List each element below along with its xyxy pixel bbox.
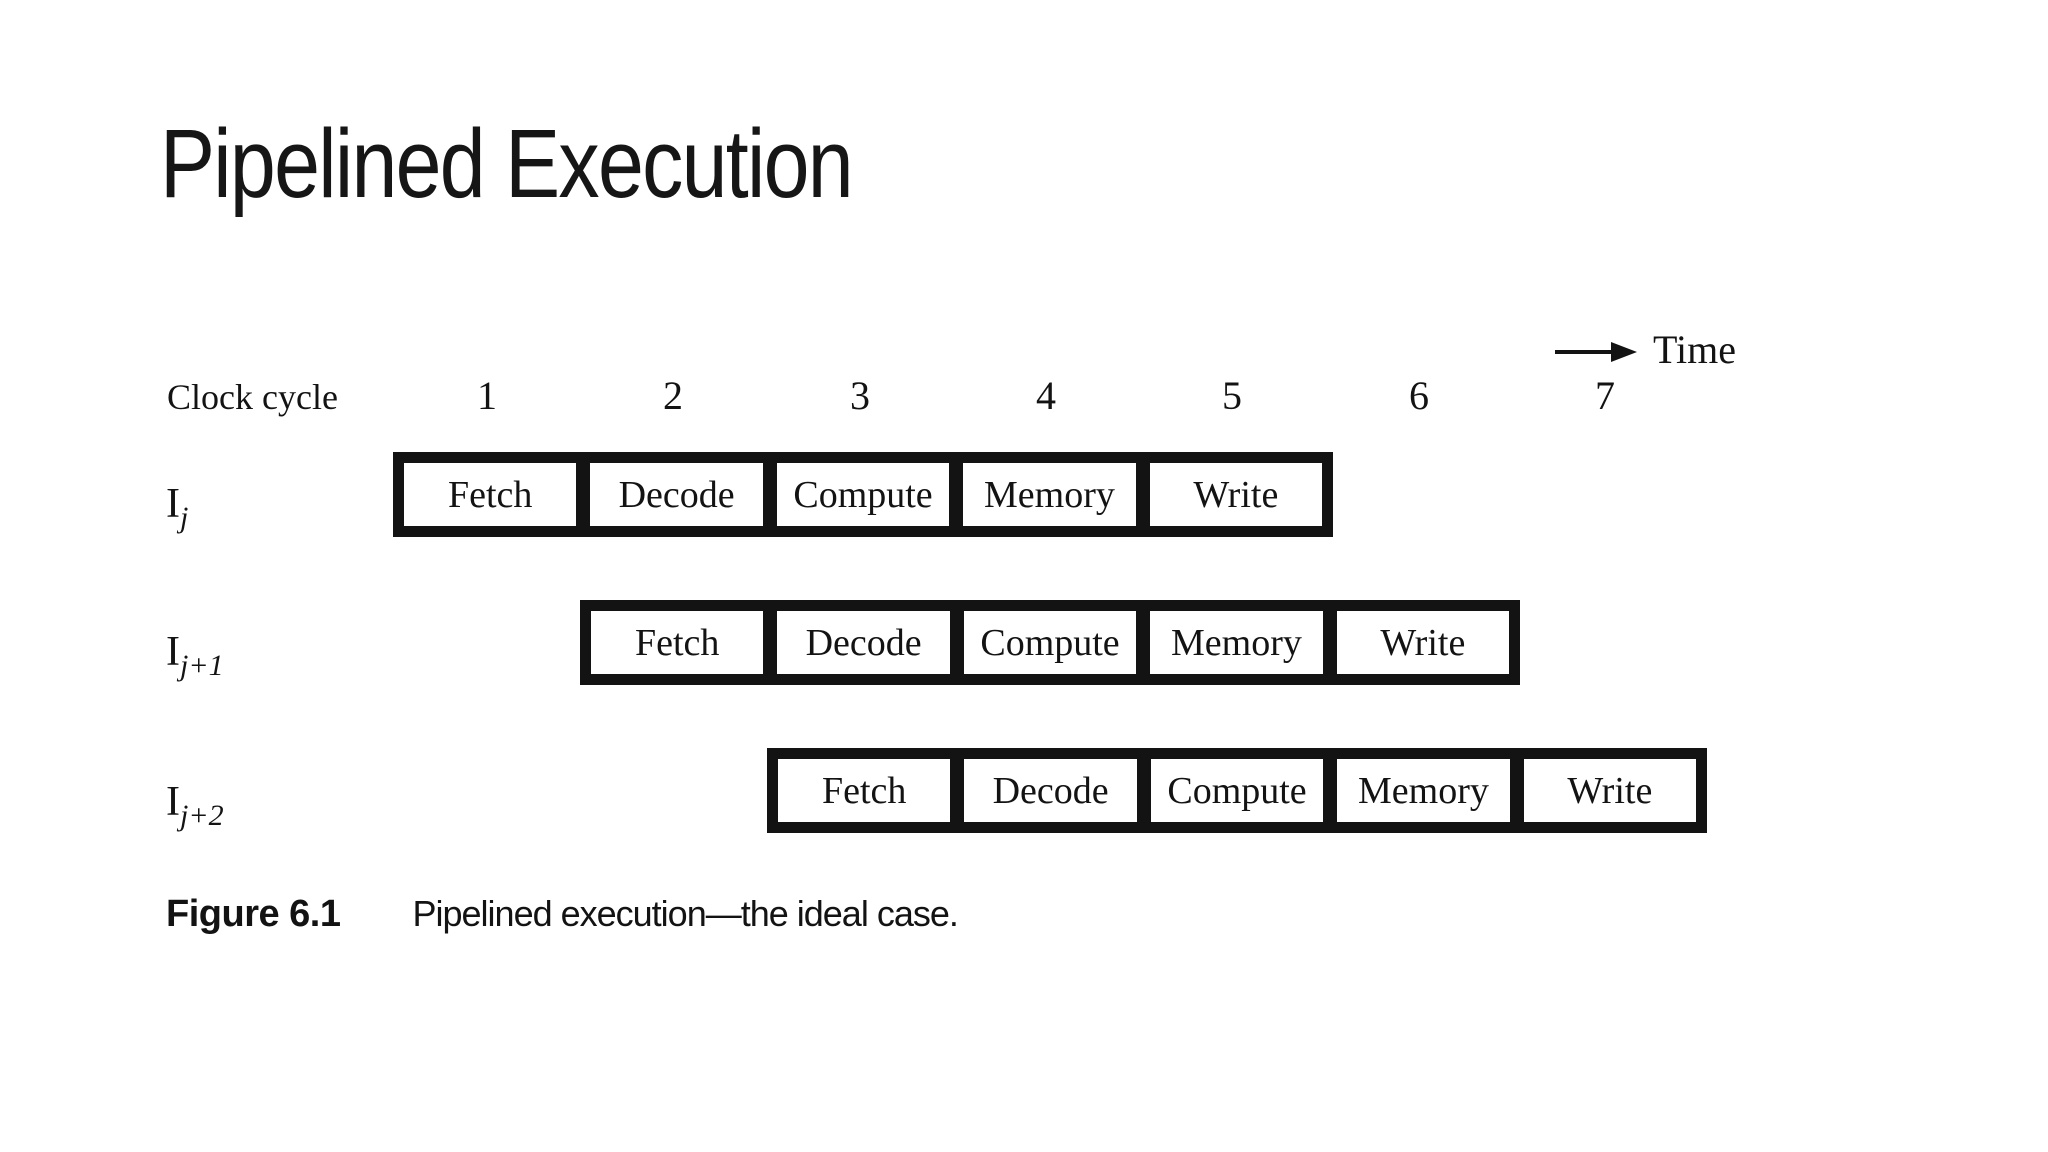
clock-cycle-number-2: 2 [663, 373, 683, 418]
time-arrow-head [1611, 342, 1637, 362]
clock-cycle-label: Clock cycle [167, 377, 338, 417]
instruction-label-ij2: Ij+2 [166, 779, 224, 832]
clock-cycle-number-4: 4 [1036, 373, 1056, 418]
clock-cycle-number-3: 3 [850, 373, 870, 418]
pipeline-stage-cell: Memory [1334, 756, 1513, 825]
clock-cycle-number-5: 5 [1222, 373, 1242, 418]
clock-cycle-number-6: 6 [1409, 373, 1429, 418]
slide-title: Pipelined Execution [160, 109, 854, 218]
instruction-label-ij1: Ij+1 [166, 629, 224, 682]
clock-cycle-number-7: 7 [1595, 373, 1615, 418]
pipeline-stage-cell: Fetch [775, 756, 954, 825]
pipeline-stage-cell: Memory [1147, 608, 1326, 677]
instruction-label-ij: Ij [166, 481, 189, 534]
pipeline-stage-cell: Decode [587, 460, 766, 529]
clock-cycle-number-1: 1 [477, 373, 497, 418]
pipeline-stage-cell: Compute [773, 460, 953, 529]
pipeline-stage-cell: Decode [774, 608, 953, 677]
time-arrow-shaft [1555, 350, 1613, 354]
figure-caption: Figure 6.1 Pipelined execution—the ideal… [166, 893, 959, 936]
pipeline-row-ij2: Fetch Decode Compute Memory Write [767, 748, 1707, 833]
pipeline-row-ij: Fetch Decode Compute Memory Write [393, 452, 1333, 537]
figure-caption-text: Pipelined execution—the ideal case. [412, 893, 959, 934]
pipeline-stage-cell: Write [1146, 460, 1326, 529]
pipeline-stage-cell: Decode [961, 756, 1140, 825]
pipeline-stage-cell: Fetch [401, 460, 580, 529]
pipeline-stage-cell: Compute [960, 608, 1140, 677]
pipeline-stage-cell: Fetch [588, 608, 767, 677]
pipeline-stage-cell: Write [1520, 756, 1700, 825]
time-axis-label: Time [1653, 327, 1737, 372]
pipeline-stage-cell: Compute [1147, 756, 1327, 825]
time-arrow-icon [1555, 340, 1637, 364]
pipeline-stage-cell: Memory [960, 460, 1139, 529]
pipeline-row-ij1: Fetch Decode Compute Memory Write [580, 600, 1520, 685]
figure-caption-label: Figure 6.1 [166, 893, 341, 935]
pipeline-stage-cell: Write [1333, 608, 1513, 677]
